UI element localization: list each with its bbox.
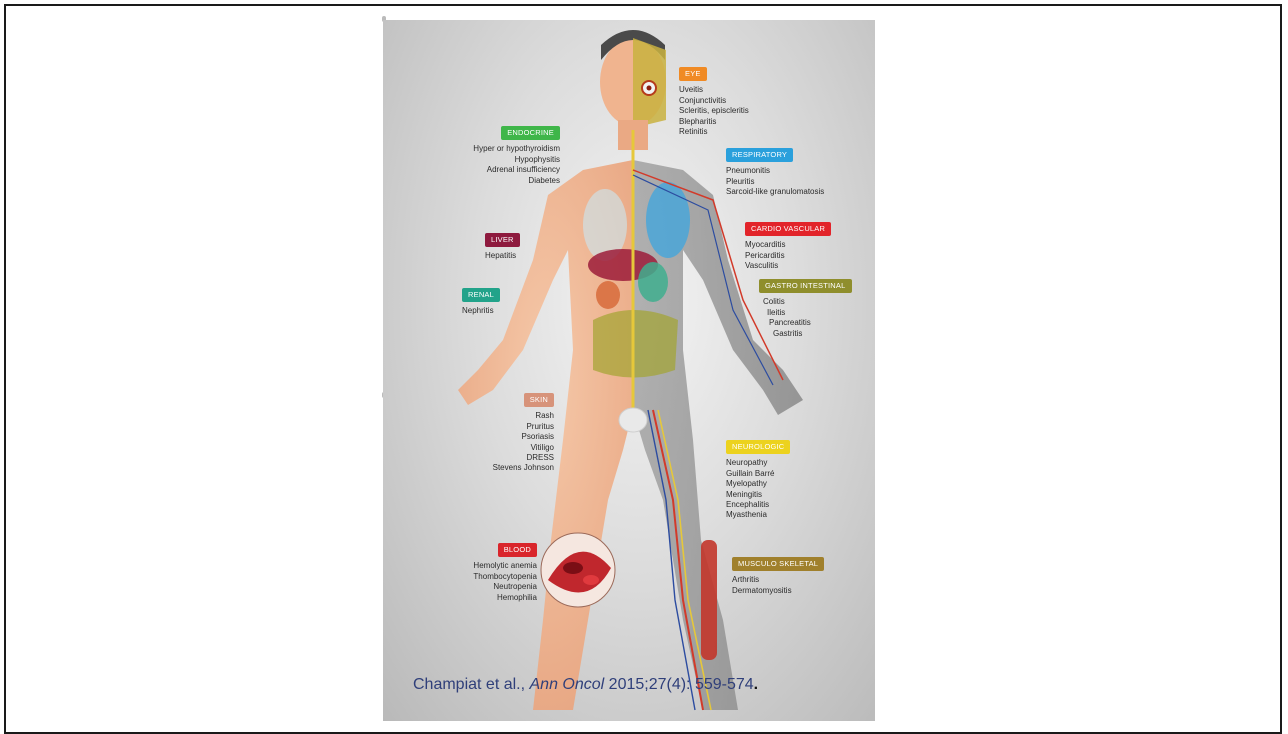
list-item: Conjunctivitis [679, 96, 749, 106]
citation-details: 2015;27(4): 559-574 [604, 676, 753, 693]
skin-tag: SKIN [524, 393, 554, 407]
cardio-items: Myocarditis Pericarditis Vasculitis [745, 240, 831, 271]
list-item: Myelopathy [726, 479, 790, 489]
respiratory-tag: RESPIRATORY [726, 148, 793, 162]
neurologic-items: Neuropathy Guillain Barré Myelopathy Men… [726, 458, 790, 520]
citation: Champiat et al., Ann Oncol 2015;27(4): 5… [413, 676, 758, 694]
neurologic-tag: NEUROLOGIC [726, 440, 790, 454]
citation-journal: Ann Oncol [530, 676, 605, 693]
endocrine-items: Hyper or hypothyroidism Hypophysitis Adr… [473, 144, 560, 186]
list-item: Hepatitis [485, 251, 520, 261]
gastro-group: GASTRO INTESTINAL Colitis Ileitis Pancre… [759, 279, 852, 339]
list-item: Uveitis [679, 85, 749, 95]
list-item: Hypophysitis [473, 155, 560, 165]
liver-group: LIVER Hepatitis [485, 233, 520, 262]
respiratory-items: Pneumonitis Pleuritis Sarcoid-like granu… [726, 166, 824, 197]
list-item: Diabetes [473, 176, 560, 186]
citation-period: . [754, 676, 758, 693]
list-item: Guillain Barré [726, 469, 790, 479]
list-item: Hemolytic anemia [473, 561, 537, 571]
eye-tag: EYE [679, 67, 707, 81]
blood-items: Hemolytic anemia Thombocytopenia Neutrop… [473, 561, 537, 603]
list-item: Colitis [763, 297, 852, 307]
gastro-tag: GASTRO INTESTINAL [759, 279, 852, 293]
renal-group: RENAL Nephritis [462, 288, 500, 317]
list-item: Vitiligo [493, 443, 554, 453]
liver-items: Hepatitis [485, 251, 520, 261]
eye-items: Uveitis Conjunctivitis Scleritis, episcl… [679, 85, 749, 137]
anatomy-poster: EYE Uveitis Conjunctivitis Scleritis, ep… [383, 20, 875, 721]
skin-group: SKIN Rash Pruritus Psoriasis Vitiligo DR… [493, 393, 554, 474]
list-item: Ileitis [763, 308, 852, 318]
list-item: Stevens Johnson [493, 463, 554, 473]
musculo-group: MUSCULO SKELETAL Arthritis Dermatomyosit… [732, 557, 824, 596]
list-item: Sarcoid-like granulomatosis [726, 187, 824, 197]
list-item: Psoriasis [493, 432, 554, 442]
list-item: Meningitis [726, 490, 790, 500]
list-item: Neutropenia [473, 582, 537, 592]
list-item: DRESS [493, 453, 554, 463]
list-item: Nephritis [462, 306, 500, 316]
cardio-group: CARDIO VASCULAR Myocarditis Pericarditis… [745, 222, 831, 272]
cardio-tag: CARDIO VASCULAR [745, 222, 831, 236]
list-item: Rash [493, 411, 554, 421]
list-item: Neuropathy [726, 458, 790, 468]
human-body-illustration [383, 20, 875, 721]
gastro-items: Colitis Ileitis Pancreatitis Gastritis [759, 297, 852, 339]
list-item: Adrenal insufficiency [473, 165, 560, 175]
musculo-items: Arthritis Dermatomyositis [732, 575, 824, 596]
list-item: Pruritus [493, 422, 554, 432]
skin-items: Rash Pruritus Psoriasis Vitiligo DRESS S… [493, 411, 554, 473]
musculo-tag: MUSCULO SKELETAL [732, 557, 824, 571]
citation-authors: Champiat et al., [413, 676, 530, 693]
list-item: Pancreatitis [763, 318, 852, 328]
blood-tag: BLOOD [498, 543, 537, 557]
endocrine-group: ENDOCRINE Hyper or hypothyroidism Hypoph… [473, 126, 560, 186]
blood-group: BLOOD Hemolytic anemia Thombocytopenia N… [473, 543, 537, 603]
list-item: Encephalitis [726, 500, 790, 510]
list-item: Pericarditis [745, 251, 831, 261]
list-item: Scleritis, episcleritis [679, 106, 749, 116]
liver-tag: LIVER [485, 233, 520, 247]
list-item: Retinitis [679, 127, 749, 137]
list-item: Vasculitis [745, 261, 831, 271]
eye-group: EYE Uveitis Conjunctivitis Scleritis, ep… [679, 67, 749, 137]
neurologic-group: NEUROLOGIC Neuropathy Guillain Barré Mye… [726, 440, 790, 521]
list-item: Myasthenia [726, 510, 790, 520]
list-item: Dermatomyositis [732, 586, 824, 596]
list-item: Blepharitis [679, 117, 749, 127]
list-item: Gastritis [763, 329, 852, 339]
list-item: Myocarditis [745, 240, 831, 250]
list-item: Hyper or hypothyroidism [473, 144, 560, 154]
respiratory-group: RESPIRATORY Pneumonitis Pleuritis Sarcoi… [726, 148, 824, 198]
list-item: Thombocytopenia [473, 572, 537, 582]
list-item: Pneumonitis [726, 166, 824, 176]
renal-tag: RENAL [462, 288, 500, 302]
list-item: Hemophilia [473, 593, 537, 603]
list-item: Pleuritis [726, 177, 824, 187]
endocrine-tag: ENDOCRINE [501, 126, 560, 140]
list-item: Arthritis [732, 575, 824, 585]
renal-items: Nephritis [462, 306, 500, 316]
